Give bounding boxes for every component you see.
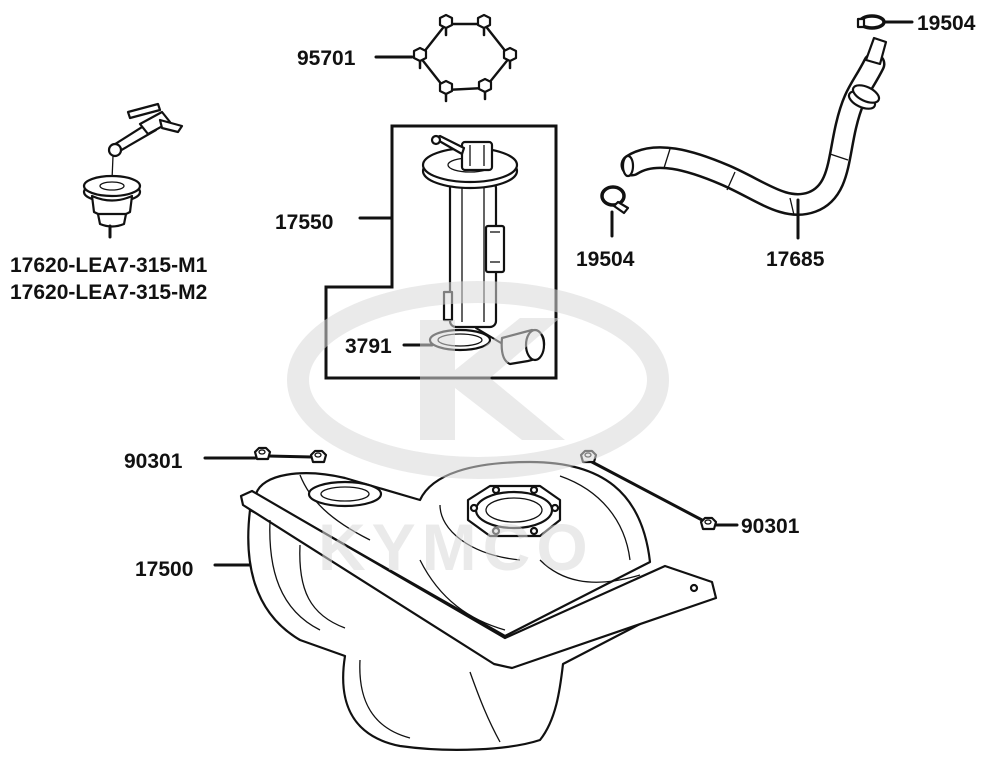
tank-pump-opening	[466, 484, 562, 538]
nut-right-leader-diagonal	[590, 460, 704, 522]
bolt	[412, 46, 428, 70]
callout-bolt-set: 95701	[297, 47, 356, 70]
bolt	[438, 79, 454, 103]
ignition-key	[107, 102, 184, 158]
hose-clamp	[847, 84, 881, 110]
kymco-watermark: KYMCO	[287, 281, 669, 584]
callout-fuel-cap-m1: 17620-LEA7-315-M1	[10, 254, 208, 277]
callout-nut-left: 90301	[124, 450, 183, 473]
watermark-brand: KYMCO	[318, 510, 594, 584]
callout-clamp-mid: 19504	[576, 248, 635, 271]
tank-vent-neck	[307, 480, 383, 508]
hose-clamp-mid	[600, 185, 630, 215]
hose-end	[621, 154, 635, 178]
callout-fuel-pump: 17550	[275, 211, 333, 234]
watermark-logo-k	[420, 318, 565, 440]
bolt	[477, 77, 493, 101]
callout-nut-right: 90301	[741, 515, 800, 538]
nut	[309, 449, 328, 464]
callout-clamp-top: 19504	[917, 12, 976, 35]
fuel-tank	[239, 460, 718, 751]
callout-fuel-cap-m2: 17620-LEA7-315-M2	[10, 281, 207, 304]
bolt-set	[412, 13, 518, 103]
hose-clamp-top	[856, 14, 886, 30]
callout-pump-gasket: 3791	[345, 335, 392, 358]
nut	[253, 446, 272, 461]
callout-fuel-hose: 17685	[766, 248, 825, 271]
cap-top	[82, 174, 142, 198]
callout-fuel-tank: 17500	[135, 558, 193, 581]
fuel-hose	[620, 36, 888, 216]
pump-module	[484, 224, 506, 274]
tank-mounting-plate	[239, 489, 718, 670]
nut	[699, 516, 718, 531]
hose-fitting	[864, 36, 888, 66]
watermark-logo-ring	[287, 281, 669, 479]
bolt	[476, 13, 492, 37]
fuel-cap-assembly	[82, 102, 184, 239]
fuel-pump-frame	[324, 124, 558, 380]
bolt	[502, 46, 518, 70]
pump-connector	[460, 140, 494, 172]
bolt	[438, 13, 454, 37]
